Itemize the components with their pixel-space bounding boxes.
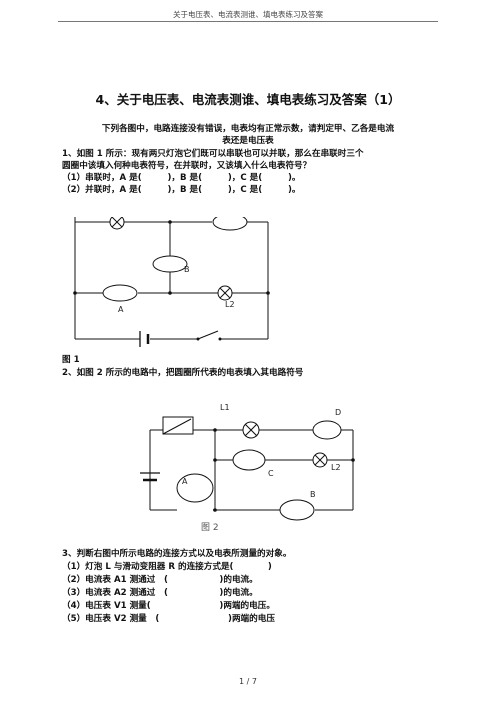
label-l1: L1 — [220, 403, 230, 412]
junction-dot — [351, 458, 355, 462]
meter-a-circle — [176, 473, 214, 503]
junction-dot — [213, 428, 217, 432]
q1-series-question: （1）串联时，A 是( )，B 是( )，C 是( )。 — [62, 173, 301, 183]
label-c: C — [268, 469, 274, 478]
document-title: 4、关于电压表、电流表测谁、填电表练习及答案（1） — [95, 92, 401, 107]
meter-b-circle — [152, 255, 188, 273]
q3-text: 3、判断右图中所示电路的连接方式以及电表所测量的对象。 — [62, 549, 292, 559]
q3-item-4: （4）电压表 V1 测量( )两端的电压。 — [62, 601, 275, 611]
switch-blade — [197, 330, 219, 340]
switch-box — [162, 416, 194, 435]
junction-dot — [168, 291, 172, 295]
lamp-l1-icon — [109, 217, 125, 230]
label-a: A — [182, 477, 188, 486]
label-d: D — [335, 408, 341, 417]
junction-dot — [168, 220, 172, 224]
figure-2-circuit: L1 D C L2 A B 图 2 — [140, 403, 355, 533]
meter-c-circle — [232, 449, 266, 471]
q1-parallel-question: （2）并联时，A 是( )，B 是( )，C 是( )。 — [62, 185, 301, 195]
figure-1-circuit: L1 C B A L2 — [73, 217, 270, 347]
q1-text-line-1: 1、如图 1 所示：现有两只灯泡它们既可以串联也可以并联，那么在串联时三个 — [62, 149, 364, 159]
junction-dot — [213, 508, 217, 512]
page-number: 1 / 7 — [239, 677, 257, 686]
q3-item-3: （3）电流表 A2 测通过 ( )的电流。 — [62, 588, 258, 598]
q3-item-5: （5）电压表 V2 测量 ( )两端的电压 — [62, 614, 275, 624]
meter-c-circle — [212, 217, 248, 231]
switch-pivot — [196, 337, 200, 341]
header-rule — [58, 21, 438, 22]
q1-text-line-2: 圆圈中该填入何种电表符号，在并联时，又该填入什么电表符号？ — [62, 161, 312, 171]
label-a: A — [118, 305, 124, 314]
junction-dot — [266, 291, 270, 295]
q3-item-1: （1）灯泡 L 与滑动变阻器 R 的连接方式是( ) — [62, 562, 272, 572]
intro-line-1: 下列各图中，电路连接没有错误，电表均有正常示数，请判定甲、乙各是电流 — [101, 124, 395, 134]
q2-text: 2、如图 2 所示的电路中，把圆圈所代表的电表填入其电路符号 — [62, 368, 304, 378]
label-b: B — [310, 490, 316, 499]
figure-2-caption: 图 2 — [201, 522, 219, 533]
meter-b-circle — [279, 499, 315, 521]
q3-item-2: （2）电流表 A1 测通过 ( )的电流。 — [62, 575, 258, 585]
page-header: 关于电压表、电流表测谁、填电表练习及答案 — [173, 10, 323, 19]
label-l2: L2 — [225, 300, 235, 309]
meter-a-circle — [102, 284, 138, 302]
intro-line-2: 表还是电压表 — [222, 136, 274, 146]
meter-d-circle — [312, 420, 342, 440]
switch-contact — [218, 337, 222, 341]
switch-blade — [162, 418, 192, 435]
label-b: B — [184, 265, 190, 274]
junction-dot — [213, 458, 217, 462]
label-l2: L2 — [331, 463, 341, 472]
figure-1-caption: 图 1 — [62, 355, 80, 365]
junction-dot — [73, 291, 77, 295]
